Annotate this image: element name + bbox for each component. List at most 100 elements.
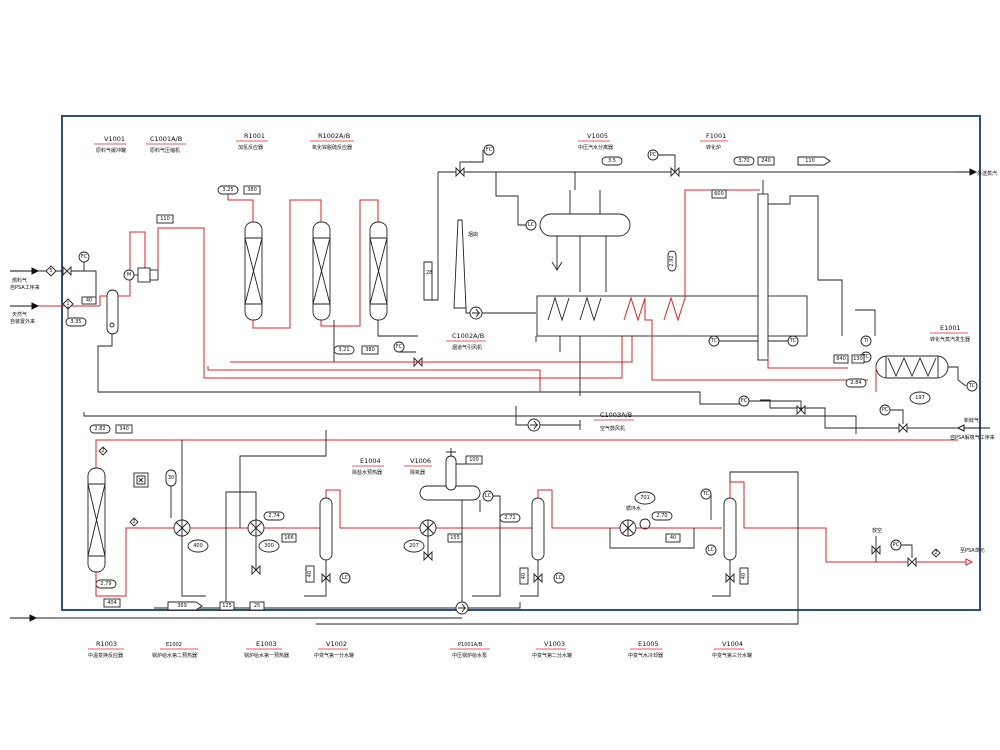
svg-text:FC: FC [81, 254, 88, 260]
svg-text:PC: PC [893, 542, 900, 548]
svg-text:E1005: E1005 [638, 640, 659, 648]
svg-text:40: 40 [670, 535, 676, 541]
svg-text:2.72: 2.72 [504, 515, 515, 521]
svg-text:中压汽水分离器: 中压汽水分离器 [578, 144, 613, 151]
svg-text:R1003: R1003 [96, 640, 117, 648]
box-t-r1 [243, 185, 261, 195]
svg-text:V1002: V1002 [326, 640, 347, 648]
v1006-deaerator: 100 LC [419, 448, 501, 610]
r1002b-reactor [369, 221, 388, 321]
tag-v1006: V1006 除氧器 [404, 457, 432, 476]
valve-feed [62, 265, 72, 277]
e1001-exchanger: 197 TC [875, 355, 978, 405]
svg-text:840: 840 [836, 356, 846, 362]
tag-v1004: V1004 中变气第三分水罐 [712, 640, 752, 659]
box-p-r3 [89, 424, 111, 434]
svg-text:自装置外来: 自装置外来 [10, 318, 35, 325]
svg-text:锅炉给水第二预热器: 锅炉给水第二预热器 [152, 652, 197, 659]
tag-e1005: E1005 中变气水冷却器 [628, 640, 663, 659]
r1001-reactor [244, 221, 263, 321]
svg-text:中温变换反应器: 中温变换反应器 [88, 652, 123, 659]
svg-text:C1002A/B: C1002A/B [452, 332, 484, 340]
svg-text:380: 380 [247, 187, 257, 193]
r1002a-reactor [312, 221, 331, 321]
svg-text:锅炉给水第一预热器: 锅炉给水第一预热器 [244, 652, 289, 659]
svg-text:C1001A/B: C1001A/B [150, 135, 182, 143]
svg-text:380: 380 [365, 347, 375, 353]
box-p-gas [845, 378, 867, 388]
svg-text:2: 2 [934, 550, 937, 556]
box-p-r2 [333, 345, 355, 355]
svg-text:28: 28 [426, 270, 432, 276]
svg-text:循环水: 循环水 [626, 505, 641, 512]
box-t-e1005 [665, 533, 681, 543]
arrow-air-in [956, 424, 990, 432]
box-t-steam1 [757, 156, 775, 166]
svg-text:LC: LC [342, 575, 349, 581]
box-p-bfw [249, 601, 265, 611]
svg-text:3.21: 3.21 [338, 347, 349, 353]
svg-text:TC: TC [789, 338, 797, 344]
line-fuel [38, 270, 97, 304]
svg-text:R1001: R1001 [244, 132, 265, 140]
svg-text:2.70: 2.70 [656, 513, 667, 519]
tag-e1004: E1004 除盐水预热器 [352, 457, 384, 476]
svg-text:P1001A/B: P1001A/B [458, 642, 483, 648]
fc-steam [483, 144, 495, 156]
tag-r1002: R1002A/B 氧化锌脱硫反应器 [310, 132, 354, 151]
tag-r1001: R1001 加氢反应器 [236, 132, 268, 151]
svg-text:2.92: 2.92 [669, 255, 675, 266]
feed-fuel-gas: 燃料气 自PSA工序来 [10, 267, 40, 291]
box-t-comp [156, 214, 174, 224]
box-p-furn2 [667, 250, 677, 272]
tag-f1001: F1001 转化炉 [700, 132, 728, 151]
svg-text:加氢反应器: 加氢反应器 [238, 144, 263, 151]
svg-text:E1002: E1002 [166, 642, 182, 648]
tag-p1001: P1001A/B 中压锅炉给水泵 [450, 642, 490, 659]
svg-text:F1001: F1001 [706, 132, 726, 140]
svg-text:V1004: V1004 [722, 640, 743, 648]
svg-text:LC: LC [708, 547, 715, 553]
svg-text:369: 369 [177, 603, 187, 609]
box-t-feed2 [81, 296, 97, 305]
svg-text:TC: TC [968, 383, 976, 389]
f1001-reformer: 600 [711, 180, 848, 369]
marker-5 [45, 265, 57, 277]
svg-text:E1001: E1001 [940, 324, 961, 332]
svg-text:转化气蒸汽发生器: 转化气蒸汽发生器 [930, 336, 970, 343]
tag-v1003: V1003 中变气第二分水罐 [532, 640, 572, 659]
svg-text:V1001: V1001 [104, 135, 125, 143]
svg-text:中变气第三分水罐: 中变气第三分水罐 [712, 652, 752, 659]
tag-c1001: C1001A/B 原料气压缩机 [146, 135, 186, 154]
r1003-reactor [87, 467, 106, 573]
svg-text:转化炉: 转化炉 [706, 144, 721, 151]
tag-c1003: C1003A/B 空气鼓风机 [594, 411, 634, 432]
svg-text:2.79: 2.79 [100, 581, 111, 587]
svg-text:2.82: 2.82 [94, 426, 105, 432]
box-p-v1005 [601, 156, 623, 166]
box-t-r3b [103, 598, 121, 608]
svg-text:至PSA单元: 至PSA单元 [960, 547, 985, 554]
svg-text:3.5: 3.5 [608, 158, 616, 164]
svg-text:除盐水预热器: 除盐水预热器 [352, 469, 382, 476]
tag-e1002: E1002 锅炉给水第二预热器 [152, 642, 198, 659]
svg-text:130: 130 [853, 356, 863, 362]
v1004-separator: TC LC 40 [700, 481, 956, 597]
box-p-e1002 [263, 511, 285, 521]
svg-text:中压锅炉给水泵: 中压锅炉给水泵 [452, 652, 487, 659]
tag-e1001: E1001 转化气蒸汽发生器 [930, 324, 970, 343]
svg-text:3.25: 3.25 [222, 187, 233, 193]
svg-text:FC: FC [486, 147, 493, 153]
ti-e1001 [860, 335, 872, 347]
svg-text:600: 600 [714, 191, 724, 197]
svg-text:2.74: 2.74 [268, 513, 279, 519]
svg-text:V1006: V1006 [410, 457, 431, 465]
svg-text:1: 1 [66, 301, 69, 307]
svg-text:400: 400 [193, 543, 203, 549]
svg-text:除氧器: 除氧器 [410, 469, 425, 476]
tag-e1003: E1003 锅炉给水第一预热器 [244, 640, 289, 659]
svg-text:氧化锌脱硫反应器: 氧化锌脱硫反应器 [312, 144, 352, 151]
svg-text:新鲜气: 新鲜气 [964, 417, 979, 424]
svg-text:110: 110 [805, 158, 815, 164]
